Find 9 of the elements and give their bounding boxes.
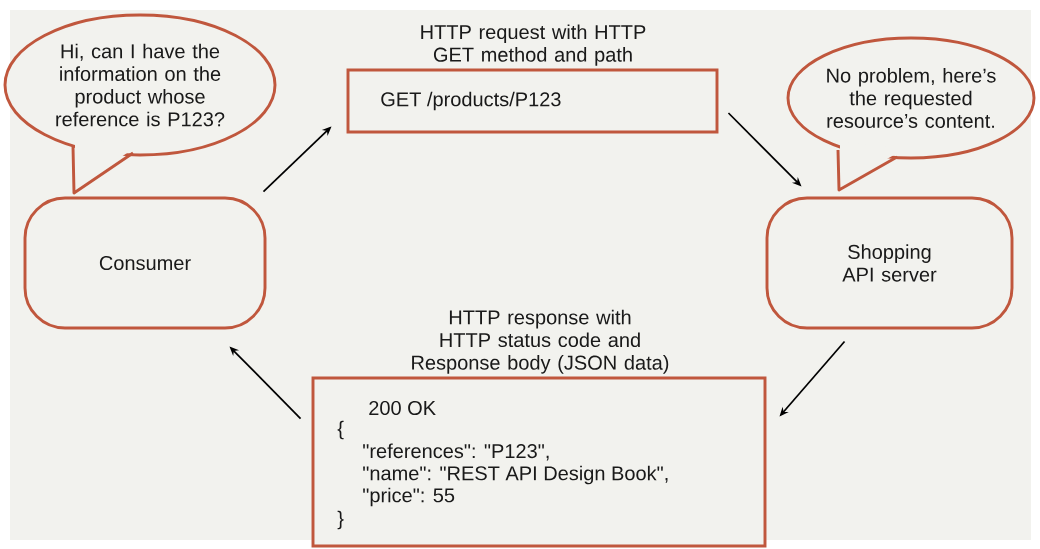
message-box: HTTP request with HTTP GET method and path GET /products/P123 <box>346 24 719 134</box>
rounded-box: Shopping API server <box>765 196 1014 330</box>
rounded-box: Consumer <box>23 196 267 330</box>
message-box: HTTP response with HTTP status code and Response body (JSON data) 200 OK { "references": "P123", "name": "REST API Design Book", "price": 55 } <box>311 309 767 548</box>
node-label: No problem, here’s the requested resource’s content. <box>827 67 996 128</box>
node-label: HTTP request with HTTP GET method and path <box>421 24 646 66</box>
node-label: HTTP response with HTTP status code and Response body (JSON data) <box>412 309 669 374</box>
speech-bubble: No problem, here’s the requested resource’s content. <box>786 36 1036 192</box>
speech-bubble: Hi, can I have the information on the product whose reference is P123? <box>3 13 277 195</box>
